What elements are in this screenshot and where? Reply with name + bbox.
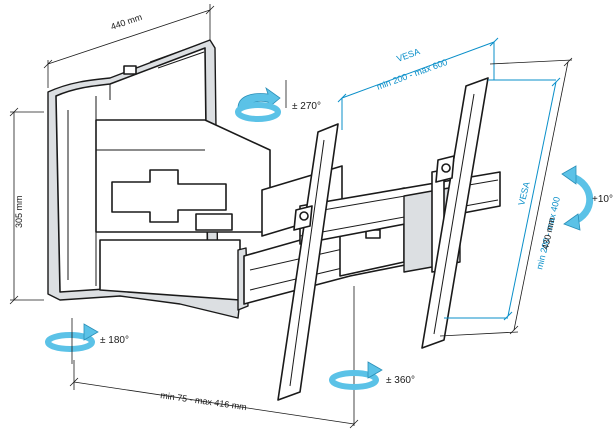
articulating-arms [95,119,421,311]
extension-label: min 75 - max 416 mm [160,390,248,412]
arm-height-label: 430 mm [540,217,557,251]
rotation-180: ± 180° [45,318,129,364]
rotation-360-label: ± 360° [386,375,415,386]
right-vertical-bracket [421,77,489,349]
width-top-label: 440 mm [109,12,143,32]
rotation-270-label: ± 270° [292,101,321,112]
height-left-label: 305 mm [14,195,24,228]
dimension-305mm: 305 mm [9,107,44,305]
rotate-arrow-icon [329,370,379,390]
vesa-horizontal-range: min 200 - max 600 [375,57,448,92]
rotation-270: ± 270° [235,80,321,122]
rotate-arrow-icon [45,332,95,352]
vesa-vertical-title: VESA [516,181,532,207]
rotation-360: ± 360° [329,361,415,390]
tilt-arrow-icon [568,172,594,226]
tilt-10: +10° [561,165,613,231]
tilt-label: +10° [592,194,613,205]
vesa-horizontal-title: VESA [395,46,421,64]
rotation-180-label: ± 180° [100,335,129,346]
left-vertical-bracket [277,123,339,401]
